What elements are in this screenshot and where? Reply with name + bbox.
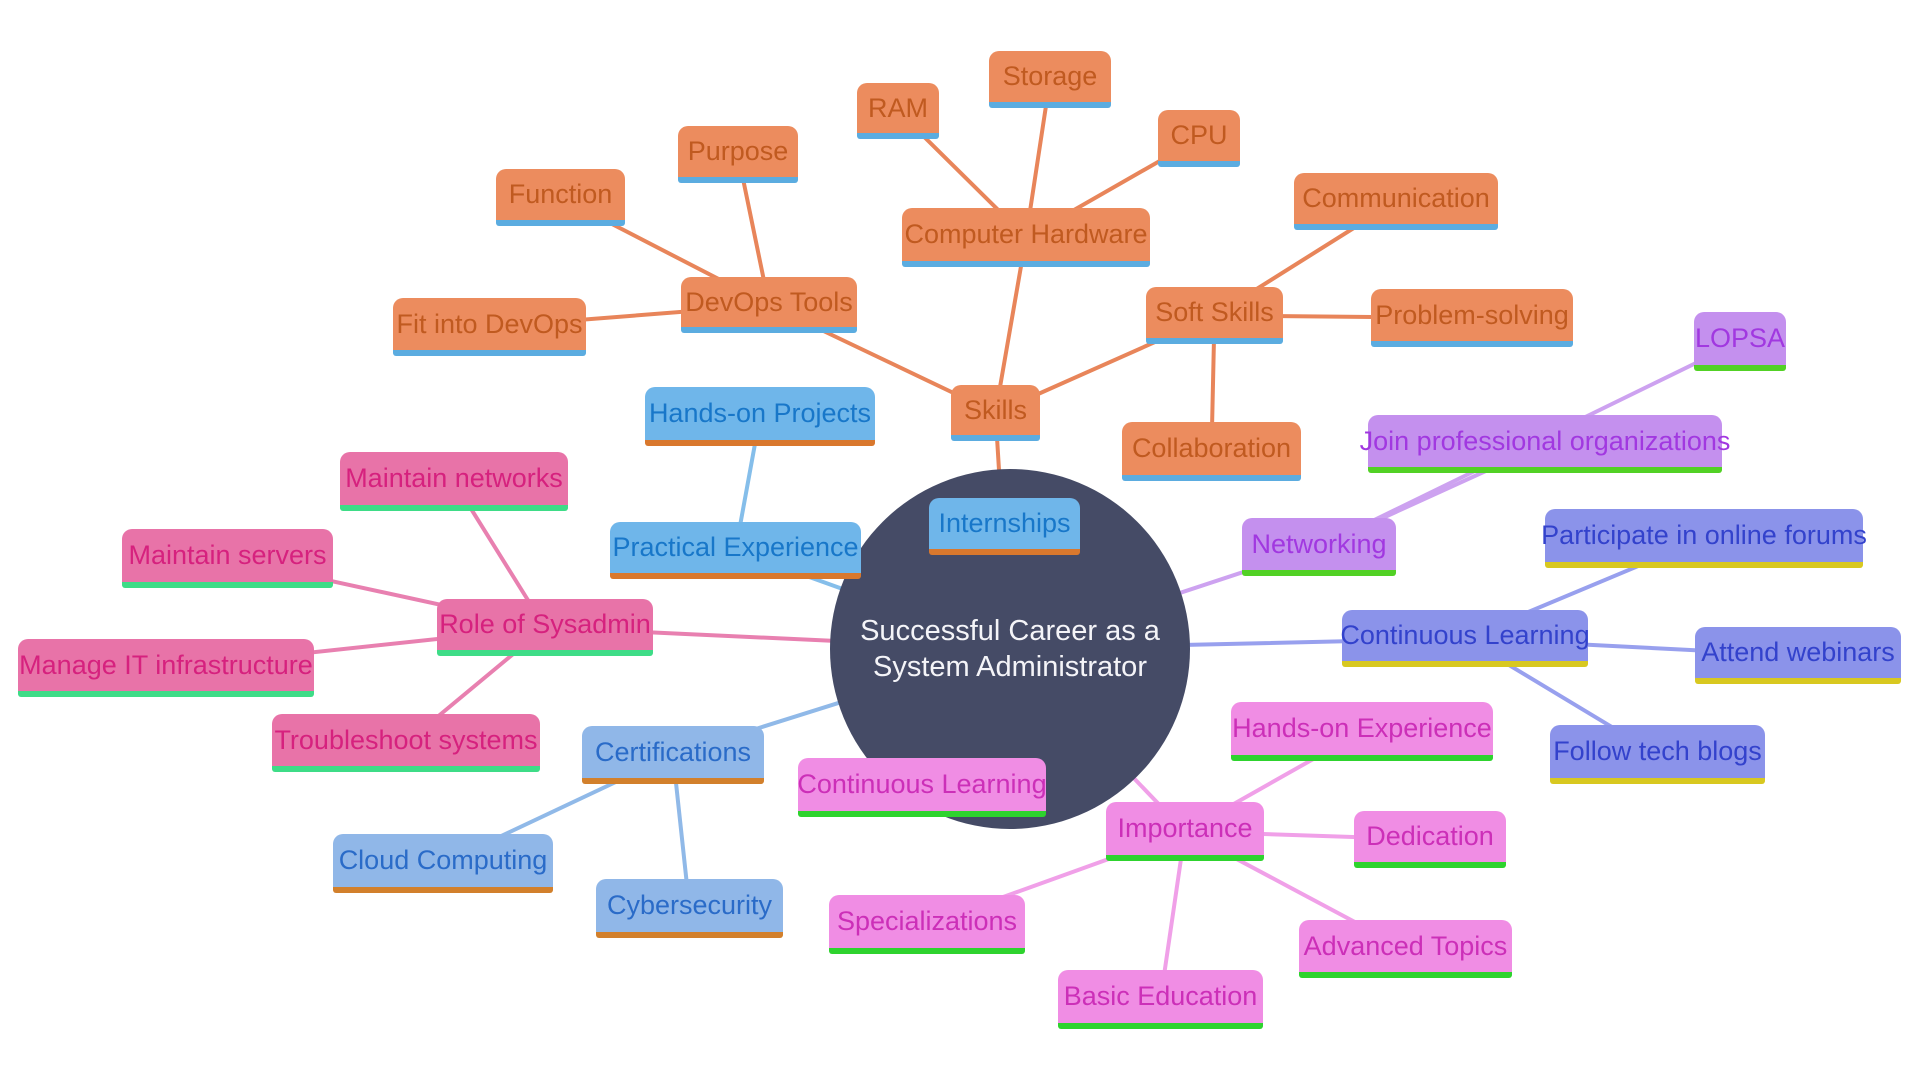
node-ram[interactable]: RAM bbox=[857, 83, 939, 139]
node-label: Specializations bbox=[836, 906, 1018, 936]
node-storage[interactable]: Storage bbox=[989, 51, 1111, 108]
node-label: Attend webinars bbox=[1701, 637, 1895, 667]
node-label: Communication bbox=[1302, 183, 1490, 213]
node-continuous-learning-right[interactable]: Continuous Learning bbox=[1340, 610, 1590, 667]
node-label: Manage IT infrastructure bbox=[19, 649, 313, 680]
node-label: Collaboration bbox=[1131, 433, 1292, 463]
node-maintain-servers[interactable]: Maintain servers bbox=[122, 529, 333, 588]
node-label: Hands-on Projects bbox=[648, 398, 872, 428]
node-label: Participate in online forums bbox=[1541, 520, 1867, 550]
node-cpu[interactable]: CPU bbox=[1158, 110, 1240, 167]
node-role-of-sysadmin[interactable]: Role of Sysadmin bbox=[437, 599, 653, 656]
node-practical-experience[interactable]: Practical Experience bbox=[610, 522, 861, 579]
node-label: Importance bbox=[1117, 813, 1253, 843]
node-basic-education[interactable]: Basic Education bbox=[1058, 970, 1263, 1029]
node-label: Networking bbox=[1251, 528, 1387, 559]
node-dedication[interactable]: Dedication bbox=[1354, 811, 1506, 868]
node-label: Continuous Learning bbox=[797, 769, 1047, 799]
node-label: Continuous Learning bbox=[1340, 620, 1590, 650]
node-networking[interactable]: Networking bbox=[1242, 518, 1396, 576]
node-label: Basic Education bbox=[1063, 981, 1258, 1011]
node-skills[interactable]: Skills bbox=[951, 385, 1040, 441]
node-communication[interactable]: Communication bbox=[1294, 173, 1498, 230]
node-label: Practical Experience bbox=[612, 532, 859, 562]
node-hands-on-projects[interactable]: Hands-on Projects bbox=[645, 387, 875, 446]
node-collaboration[interactable]: Collaboration bbox=[1122, 422, 1301, 481]
node-computer-hardware[interactable]: Computer Hardware bbox=[902, 208, 1150, 267]
node-label: Internships bbox=[938, 508, 1071, 538]
node-label: Soft Skills bbox=[1155, 297, 1274, 327]
node-label: Fit into DevOps bbox=[396, 308, 583, 339]
node-follow-tech-blogs[interactable]: Follow tech blogs bbox=[1550, 725, 1765, 784]
node-manage-it-infrastructure[interactable]: Manage IT infrastructure bbox=[18, 639, 314, 697]
node-internships[interactable]: Internships bbox=[929, 498, 1080, 555]
node-label: Follow tech blogs bbox=[1553, 736, 1762, 766]
node-advanced-topics[interactable]: Advanced Topics bbox=[1299, 920, 1512, 978]
node-label: Problem-solving bbox=[1375, 299, 1569, 330]
node-attend-webinars[interactable]: Attend webinars bbox=[1695, 627, 1901, 684]
node-maintain-networks[interactable]: Maintain networks bbox=[340, 452, 568, 511]
node-label: LOPSA bbox=[1694, 323, 1786, 353]
node-soft-skills[interactable]: Soft Skills bbox=[1146, 287, 1283, 344]
node-label: Troubleshoot systems bbox=[274, 724, 538, 755]
node-label: DevOps Tools bbox=[685, 286, 853, 317]
node-label: Storage bbox=[1002, 61, 1098, 91]
node-purpose[interactable]: Purpose bbox=[678, 126, 798, 183]
node-label: Cybersecurity bbox=[606, 890, 773, 920]
node-function[interactable]: Function bbox=[496, 169, 625, 226]
node-cybersecurity[interactable]: Cybersecurity bbox=[596, 879, 783, 938]
node-continuous-learning-bottom[interactable]: Continuous Learning bbox=[797, 758, 1047, 817]
node-cloud-computing[interactable]: Cloud Computing bbox=[333, 834, 553, 893]
node-label: Hands-on Experience bbox=[1232, 713, 1492, 743]
node-label: Dedication bbox=[1366, 821, 1494, 851]
node-label: Maintain servers bbox=[128, 540, 327, 570]
node-label: Certifications bbox=[594, 736, 752, 767]
node-label: Skills bbox=[963, 394, 1027, 425]
node-label: Join professional organizations bbox=[1359, 425, 1731, 456]
node-hands-on-experience[interactable]: Hands-on Experience bbox=[1231, 702, 1493, 761]
central-topic-label: Successful Career as a System Administra… bbox=[860, 614, 1160, 683]
node-fit-into-devops[interactable]: Fit into DevOps bbox=[393, 298, 586, 356]
node-problem-solving[interactable]: Problem-solving bbox=[1371, 289, 1573, 347]
node-label: Cloud Computing bbox=[338, 845, 548, 875]
node-label: Advanced Topics bbox=[1303, 930, 1508, 961]
node-importance[interactable]: Importance bbox=[1106, 802, 1264, 861]
node-specializations[interactable]: Specializations bbox=[829, 895, 1025, 954]
node-troubleshoot-systems[interactable]: Troubleshoot systems bbox=[272, 714, 540, 772]
node-lopsa[interactable]: LOPSA bbox=[1694, 312, 1786, 371]
node-label: Function bbox=[508, 179, 613, 209]
node-label: Computer Hardware bbox=[904, 219, 1148, 249]
node-label: Role of Sysadmin bbox=[439, 609, 651, 639]
node-certifications[interactable]: Certifications bbox=[582, 726, 764, 784]
node-label: Maintain networks bbox=[345, 463, 563, 493]
node-participate-in-online-forums[interactable]: Participate in online forums bbox=[1541, 509, 1867, 568]
node-label: RAM bbox=[868, 92, 928, 123]
node-devops-tools[interactable]: DevOps Tools bbox=[681, 277, 857, 333]
node-join-professional-organizations[interactable]: Join professional organizations bbox=[1360, 415, 1730, 473]
node-label: Purpose bbox=[687, 136, 789, 166]
node-label: CPU bbox=[1170, 120, 1228, 150]
